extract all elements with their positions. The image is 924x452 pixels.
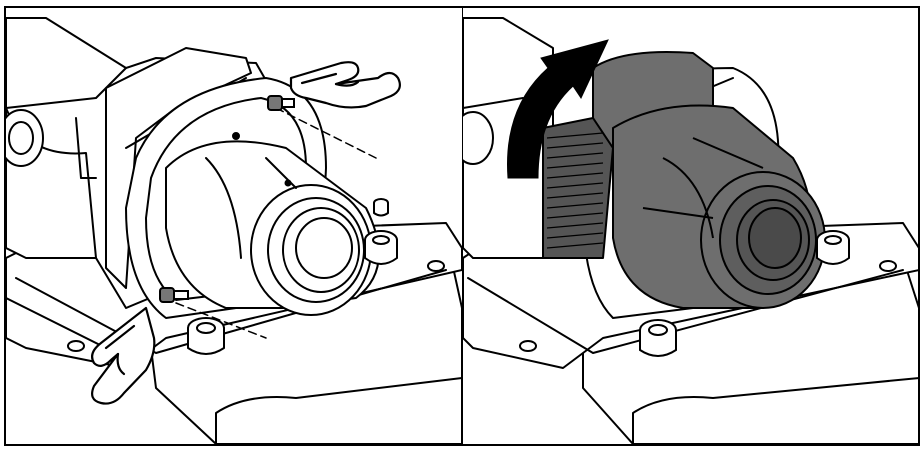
lens-glass [748, 207, 802, 269]
screw-boss-right [816, 230, 850, 265]
left-illustration [6, 17, 462, 444]
heat-sink-fins [546, 132, 604, 249]
right-illustration [463, 17, 918, 444]
screw-boss-left [187, 317, 225, 355]
lens-assembly-shaded [542, 51, 826, 309]
lens-glass [295, 217, 353, 279]
rotate-arrow-icon [507, 39, 609, 179]
release-clip-top [267, 95, 295, 111]
hand-pointer-icon-top [289, 61, 401, 109]
screw-boss-right [364, 230, 398, 265]
panel-right [462, 6, 920, 446]
panel-left [4, 6, 463, 446]
release-clip-bottom [159, 287, 189, 303]
screw-boss-left [639, 319, 677, 357]
hand-pointer-icon-bottom [91, 306, 156, 405]
